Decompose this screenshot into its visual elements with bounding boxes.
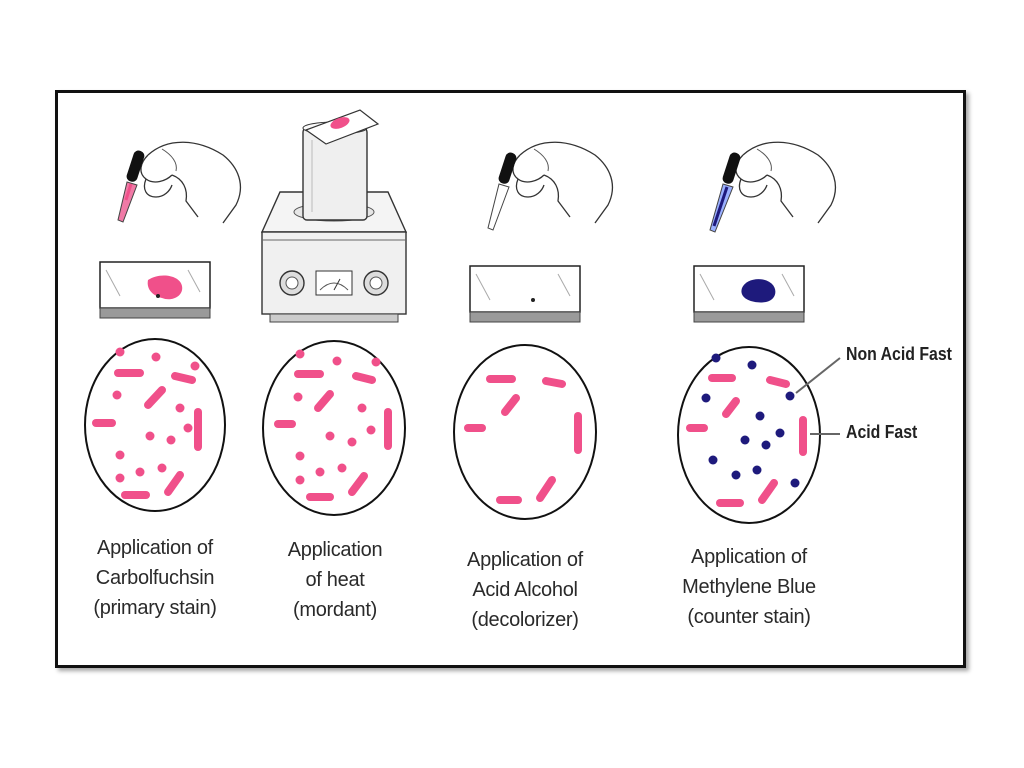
acid-fast-rod (766, 376, 790, 388)
dropper-acid-alcohol (487, 141, 614, 231)
pink-coccus (332, 356, 342, 366)
pink-coccus (115, 450, 125, 460)
pink-coccus (295, 451, 305, 461)
acid-fast-rod (171, 372, 196, 384)
pink-coccus (166, 435, 176, 445)
caption-step-4-line-1: Application of (691, 546, 807, 568)
non-acid-fast-coccus (747, 360, 757, 370)
pink-coccus (347, 437, 357, 447)
non-acid-fast-pointer (795, 357, 841, 394)
acid-fast-rod (164, 471, 184, 496)
microscope-field-3 (453, 344, 597, 520)
acid-fast-rod (542, 377, 566, 388)
acid-fast-rod (352, 372, 376, 384)
slide-stained-pink (99, 261, 211, 319)
non-acid-fast-coccus (701, 393, 711, 403)
dropper-carbolfuchsin (117, 141, 242, 224)
pink-coccus (337, 463, 347, 473)
caption-step-1-line-2: Carbolfuchsin (95, 567, 215, 589)
caption-step-1: Application of Carbolfuchsin (primary st… (70, 533, 240, 623)
pink-coccus (293, 392, 303, 402)
pink-coccus (115, 473, 125, 483)
label-non-acid-fast: Non Acid Fast (846, 344, 952, 364)
slide-stained-blue (693, 265, 805, 323)
caption-step-2: Application of heat (mordant) (250, 535, 420, 625)
caption-step-3-line-2: Acid Alcohol (472, 579, 578, 601)
pink-coccus (295, 475, 305, 485)
pink-coccus (151, 352, 161, 362)
caption-step-4: Application of Methylene Blue (counter s… (664, 542, 834, 632)
non-acid-fast-coccus (708, 455, 718, 465)
pink-coccus (135, 467, 145, 477)
acid-fast-rod (348, 472, 368, 496)
slide-decolorized (469, 265, 581, 323)
non-acid-fast-coccus (775, 428, 785, 438)
caption-step-3-line-3: (decolorizer) (471, 609, 579, 631)
non-acid-fast-coccus (752, 465, 762, 475)
pink-coccus (366, 425, 376, 435)
non-acid-fast-coccus (711, 353, 721, 363)
pink-coccus (190, 361, 200, 371)
acid-fast-rod (144, 386, 166, 409)
bacteria-layer (92, 347, 807, 507)
dropper-methylene-blue (709, 141, 837, 233)
acid-fast-rod (758, 479, 778, 504)
pink-coccus (115, 347, 125, 357)
caption-step-3: Application of Acid Alcohol (decolorizer… (440, 545, 610, 635)
label-acid-fast: Acid Fast (846, 422, 918, 442)
non-acid-fast-coccus (790, 478, 800, 488)
acid-fast-rod (536, 476, 556, 502)
acid-fast-rod (722, 397, 740, 418)
non-acid-fast-coccus (785, 391, 795, 401)
pink-coccus (112, 390, 122, 400)
pink-coccus (175, 403, 185, 413)
microscope-field-2 (262, 340, 406, 516)
caption-step-2-line-3: (mordant) (293, 599, 377, 621)
hot-plate-heater (260, 109, 408, 323)
non-acid-fast-coccus (755, 411, 765, 421)
pink-coccus (357, 403, 367, 413)
caption-step-3-line-1: Application of (467, 549, 583, 571)
acid-fast-rod (314, 390, 334, 412)
pink-coccus (295, 349, 305, 359)
caption-step-4-line-3: (counter stain) (687, 606, 811, 628)
caption-step-2-line-1: Application (287, 539, 383, 561)
pink-coccus (371, 357, 381, 367)
pink-coccus (315, 467, 325, 477)
caption-step-2-line-2: of heat (305, 569, 365, 591)
microscope-field-4 (677, 346, 821, 524)
caption-step-1-line-3: (primary stain) (93, 597, 217, 619)
caption-step-4-line-2: Methylene Blue (682, 576, 816, 598)
non-acid-fast-coccus (740, 435, 750, 445)
pink-coccus (183, 423, 193, 433)
acid-fast-rod (501, 394, 520, 416)
non-acid-fast-coccus (761, 440, 771, 450)
pink-coccus (325, 431, 335, 441)
pink-coccus (157, 463, 167, 473)
pink-coccus (145, 431, 155, 441)
non-acid-fast-coccus (731, 470, 741, 480)
caption-step-1-line-1: Application of (97, 537, 213, 559)
